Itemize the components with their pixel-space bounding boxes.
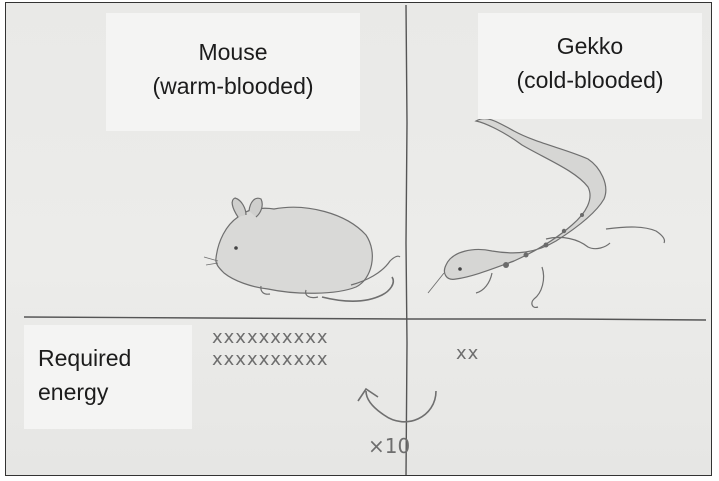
mouse-drawing (203, 197, 401, 303)
mouse-energy-row2: xxxxxxxxxx (212, 349, 329, 370)
curved-arrow (365, 390, 437, 423)
mouse-label-title: Mouse (198, 39, 268, 65)
gekko-energy-marks: xx (456, 343, 479, 364)
mouse-energy-row1: xxxxxxxxxx (212, 327, 329, 348)
handwritten-marks: xxxxxxxxxx xxxxxxxxxx xx ×10 (212, 327, 479, 458)
gekko-drawing (427, 118, 666, 308)
pencil-sketch (23, 4, 707, 475)
diagram-frame: xxxxxxxxxx xxxxxxxxxx xx ×10 Mouse (warm… (5, 2, 712, 476)
mouse-label-subtitle: (warm-blooded) (152, 73, 314, 99)
mouse-label: Mouse (warm-blooded) (106, 13, 360, 131)
gekko-label-title: Gekko (556, 33, 624, 59)
vertical-divider-line (405, 4, 408, 475)
horizontal-divider-line (23, 316, 707, 321)
arrow-head-icon (357, 387, 379, 402)
required-energy-line1: Required (38, 345, 132, 371)
gekko-label-subtitle: (cold-blooded) (516, 67, 664, 93)
factor-label: ×10 (368, 434, 410, 458)
gekko-label: Gekko (cold-blooded) (478, 13, 702, 119)
required-energy-line2: energy (38, 379, 109, 405)
required-energy-label: Required energy (24, 325, 192, 429)
